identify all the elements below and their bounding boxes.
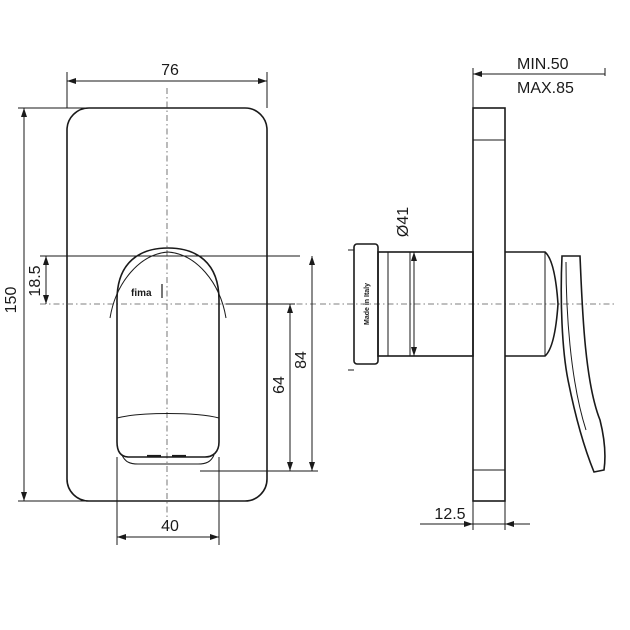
- handle-width-arrow-right: [210, 534, 219, 540]
- depth-min-label: MIN.50: [517, 56, 569, 73]
- dim84-arrow-bottom: [309, 462, 315, 471]
- offset-arrow-top: [43, 256, 49, 265]
- height-arrow-bottom: [21, 492, 27, 501]
- handle-outline: [116, 247, 220, 458]
- width-label: 76: [161, 62, 179, 79]
- handle-bottom-lip: [121, 454, 215, 465]
- dim84-label: 84: [293, 351, 310, 369]
- plate-thickness-arrow-right: [505, 521, 514, 527]
- lever-profile: [560, 255, 606, 473]
- plate-thickness-label: 12.5: [434, 506, 465, 523]
- handle-width-label: 40: [161, 518, 179, 535]
- dia-arrow-top: [411, 252, 417, 261]
- dia-arrow-bottom: [411, 347, 417, 356]
- height-label: 150: [3, 287, 20, 314]
- depth-max-label: MAX.85: [517, 80, 574, 97]
- front-view: fima 76 150 18.5 84 64: [3, 62, 318, 545]
- dim64-arrow-bottom: [287, 462, 293, 471]
- cartridge-body: [505, 251, 559, 357]
- handle-inner-curve: [109, 251, 227, 319]
- body-marking: Made in Italy: [364, 283, 371, 325]
- dim64-label: 64: [271, 376, 288, 394]
- depth-arrow-left: [473, 71, 482, 77]
- offset-label: 18.5: [27, 265, 44, 296]
- wall-plate: [472, 107, 506, 502]
- handle-width-arrow-left: [117, 534, 126, 540]
- width-arrow-left: [67, 78, 76, 84]
- dim84-arrow-top: [309, 256, 315, 265]
- side-view: Made in Italy Ø41 MIN.50 MAX.85 12.5: [320, 56, 615, 530]
- brand-mark: fima: [131, 288, 152, 299]
- plate-thickness-arrow-left: [464, 521, 473, 527]
- offset-arrow-bottom: [43, 295, 49, 304]
- dim64-arrow-top: [287, 304, 293, 313]
- lever-inner-curve: [565, 261, 587, 431]
- width-arrow-right: [258, 78, 267, 84]
- height-arrow-top: [21, 108, 27, 117]
- handle-lower-face: [116, 413, 220, 419]
- diameter-label: Ø41: [395, 207, 412, 237]
- threaded-ring: [353, 243, 379, 365]
